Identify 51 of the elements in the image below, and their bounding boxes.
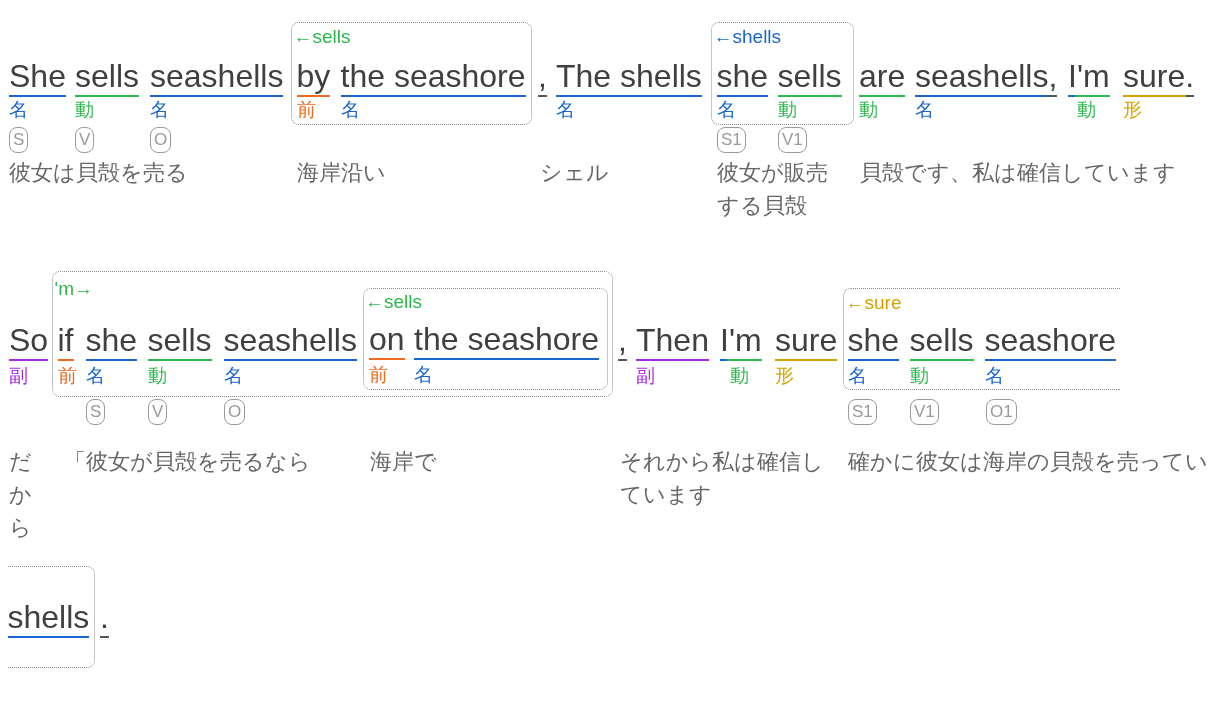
part-of-speech-tag: 名 — [847, 365, 867, 386]
translation: それから私は確信しています — [620, 448, 825, 509]
part-of-speech-tag: 副 — [636, 366, 655, 386]
part-of-speech-tag: 名 — [984, 365, 1004, 386]
part-of-speech-tag: 名 — [223, 365, 243, 386]
part-of-speech-tag: 動 — [777, 99, 797, 120]
part-of-speech-tag: 動 — [859, 100, 878, 120]
part-of-speech-tag: 名 — [915, 100, 934, 120]
part-of-speech-tag: 動 — [1077, 100, 1096, 120]
modified-word-label: ←sells — [293, 26, 351, 47]
modified-word-label: 'm→ — [54, 278, 93, 299]
part-of-speech-tag: 名 — [9, 100, 28, 120]
part-of-speech-tag: 副 — [9, 366, 28, 386]
translation: 海岸で — [370, 448, 437, 476]
part-of-speech-tag: 名 — [85, 365, 105, 386]
part-of-speech-tag: 動 — [909, 365, 929, 386]
part-of-speech-tag: 前 — [296, 99, 316, 120]
part-of-speech-tag: 形 — [1123, 100, 1142, 120]
part-of-speech-tag: 前 — [369, 365, 388, 385]
part-of-speech-tag: 動 — [75, 100, 94, 120]
part-of-speech-tag: 前 — [57, 365, 77, 386]
sentence-role-badge: V — [148, 399, 168, 425]
sentence-role-badge: S1 — [717, 127, 746, 153]
translation: 「彼女が貝殻を売るなら — [64, 448, 311, 476]
part-of-speech-tag: 名 — [716, 99, 736, 120]
sentence-role-badge: V1 — [910, 399, 939, 425]
translation: 海岸沿い — [297, 159, 386, 187]
translation: だから — [9, 448, 33, 542]
translation: 確かに彼女は海岸の貝殻を売ってい — [848, 448, 1208, 476]
part-of-speech-tag: 動 — [147, 365, 167, 386]
modified-word-label: ←sells — [365, 292, 422, 312]
part-of-speech-tag: 名 — [414, 365, 433, 385]
sentence-role-badge: O — [150, 127, 172, 153]
part-of-speech-tag: 名 — [150, 100, 169, 120]
sentence-role-badge: O — [224, 399, 246, 425]
sentence-role-badge: S — [9, 127, 29, 153]
modified-word-label: ←shells — [713, 26, 782, 47]
modified-word-label: ←sure — [845, 292, 902, 313]
translation: 彼女が販売する貝殻 — [717, 159, 829, 220]
sentence-role-badge: S1 — [848, 399, 877, 425]
part-of-speech-tag: 名 — [340, 99, 360, 120]
part-of-speech-tag: 形 — [775, 366, 794, 386]
translation: 貝殻です、私は確信しています — [860, 159, 1176, 187]
part-of-speech-tag: 名 — [556, 100, 575, 120]
sentence-role-badge: S — [86, 399, 106, 425]
sentence-role-badge: V1 — [778, 127, 807, 153]
translation: 彼女は貝殻を売る — [9, 159, 188, 187]
part-of-speech-tag: 動 — [730, 366, 749, 386]
sentence-role-badge: O1 — [986, 399, 1017, 425]
translation: シェル — [540, 159, 609, 187]
sentence-role-badge: V — [75, 127, 95, 153]
